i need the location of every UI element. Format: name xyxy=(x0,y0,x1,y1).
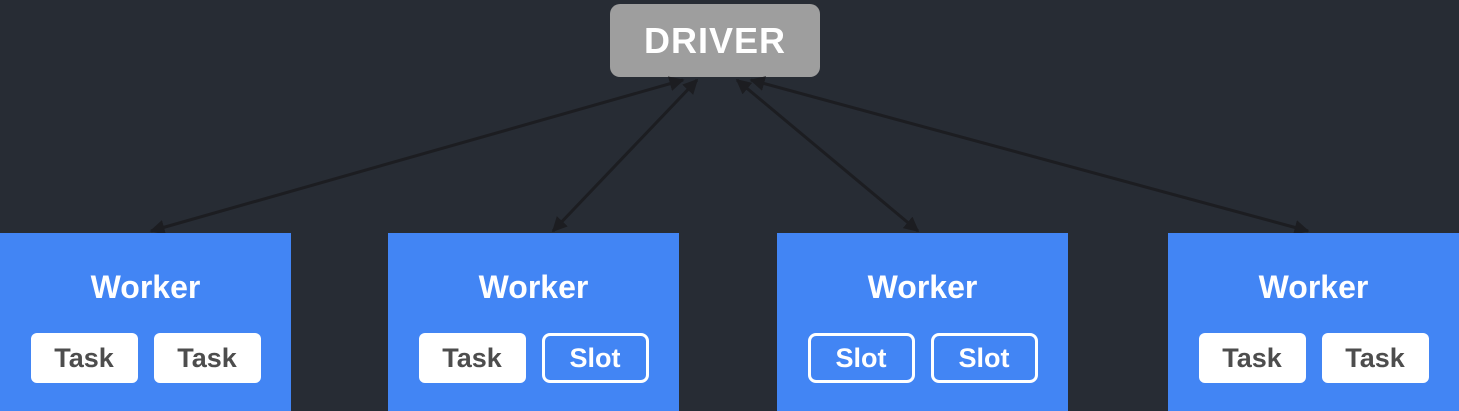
worker-node: Worker Slot Slot xyxy=(777,233,1068,411)
worker-children: Slot Slot xyxy=(777,333,1068,383)
task-box: Task xyxy=(1198,333,1306,383)
driver-node: DRIVER xyxy=(610,4,820,77)
worker-node: Worker Task Slot xyxy=(388,233,679,411)
worker-title: Worker xyxy=(1258,269,1369,305)
task-box: Task xyxy=(153,333,261,383)
driver-worker-edge xyxy=(149,76,685,235)
slot-box: Slot xyxy=(541,333,649,383)
worker-title: Worker xyxy=(867,269,978,305)
worker-title: Worker xyxy=(90,269,201,305)
worker-title: Worker xyxy=(478,269,589,305)
worker-node: Worker Task Task xyxy=(0,233,291,411)
driver-worker-edge xyxy=(551,78,699,233)
driver-label: DRIVER xyxy=(643,19,787,61)
task-box: Task xyxy=(30,333,138,383)
task-box: Task xyxy=(418,333,526,383)
slot-box: Slot xyxy=(930,333,1038,383)
worker-children: Task Slot xyxy=(388,333,679,383)
task-box: Task xyxy=(1321,333,1429,383)
worker-children: Task Task xyxy=(0,333,291,383)
worker-children: Task Task xyxy=(1168,333,1459,383)
driver-worker-edge xyxy=(749,76,1310,235)
driver-worker-edge xyxy=(735,78,920,233)
worker-node: Worker Task Task xyxy=(1168,233,1459,411)
slot-box: Slot xyxy=(807,333,915,383)
